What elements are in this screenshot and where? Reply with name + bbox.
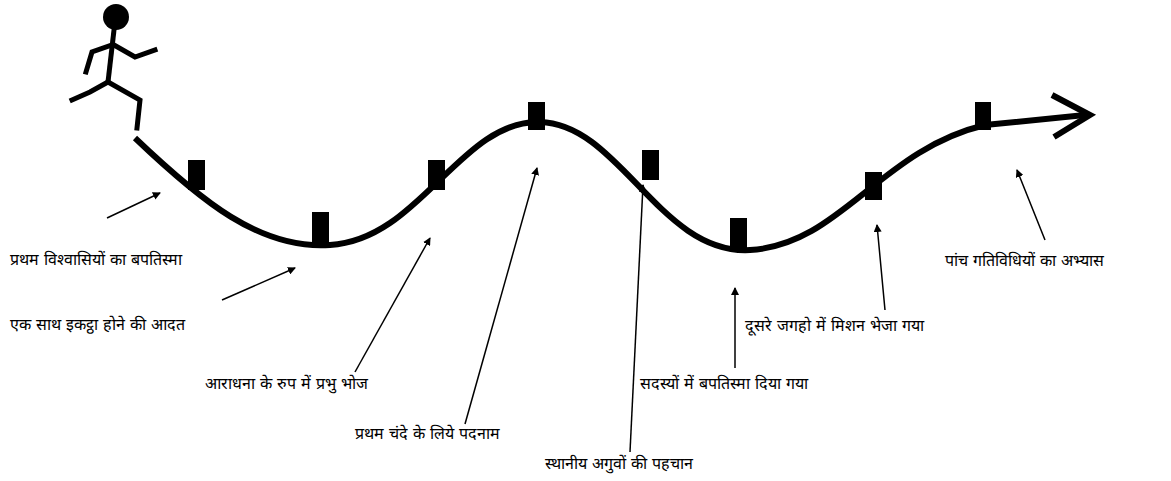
milestone-label: एक साथ इकट्ठा होने की आदत bbox=[10, 315, 185, 334]
milestone-label: प्रथम विश्वासियों का बपतिस्मा bbox=[10, 250, 182, 269]
running-figure bbox=[72, 4, 155, 128]
milestone-label: सदस्यों में बपतिस्मा दिया गया bbox=[640, 374, 808, 393]
milestone-label: पांच गतिविधियों का अभ्यास bbox=[945, 251, 1104, 270]
journey-curve bbox=[135, 115, 1085, 250]
milestone-label: प्रथम चंदे के लिये पदनाम bbox=[355, 424, 500, 443]
milestone-label: स्थानीय अगुवों की पहचान bbox=[545, 454, 693, 473]
milestone-markers bbox=[188, 102, 991, 250]
milestone-label: आराधना के रुप में प्रभु भोज bbox=[205, 374, 368, 393]
leader-arrows bbox=[107, 168, 1045, 452]
milestone-label: दूसरे जगहो में मिशन भेजा गया bbox=[745, 316, 924, 335]
curve-arrowhead bbox=[1052, 95, 1090, 137]
